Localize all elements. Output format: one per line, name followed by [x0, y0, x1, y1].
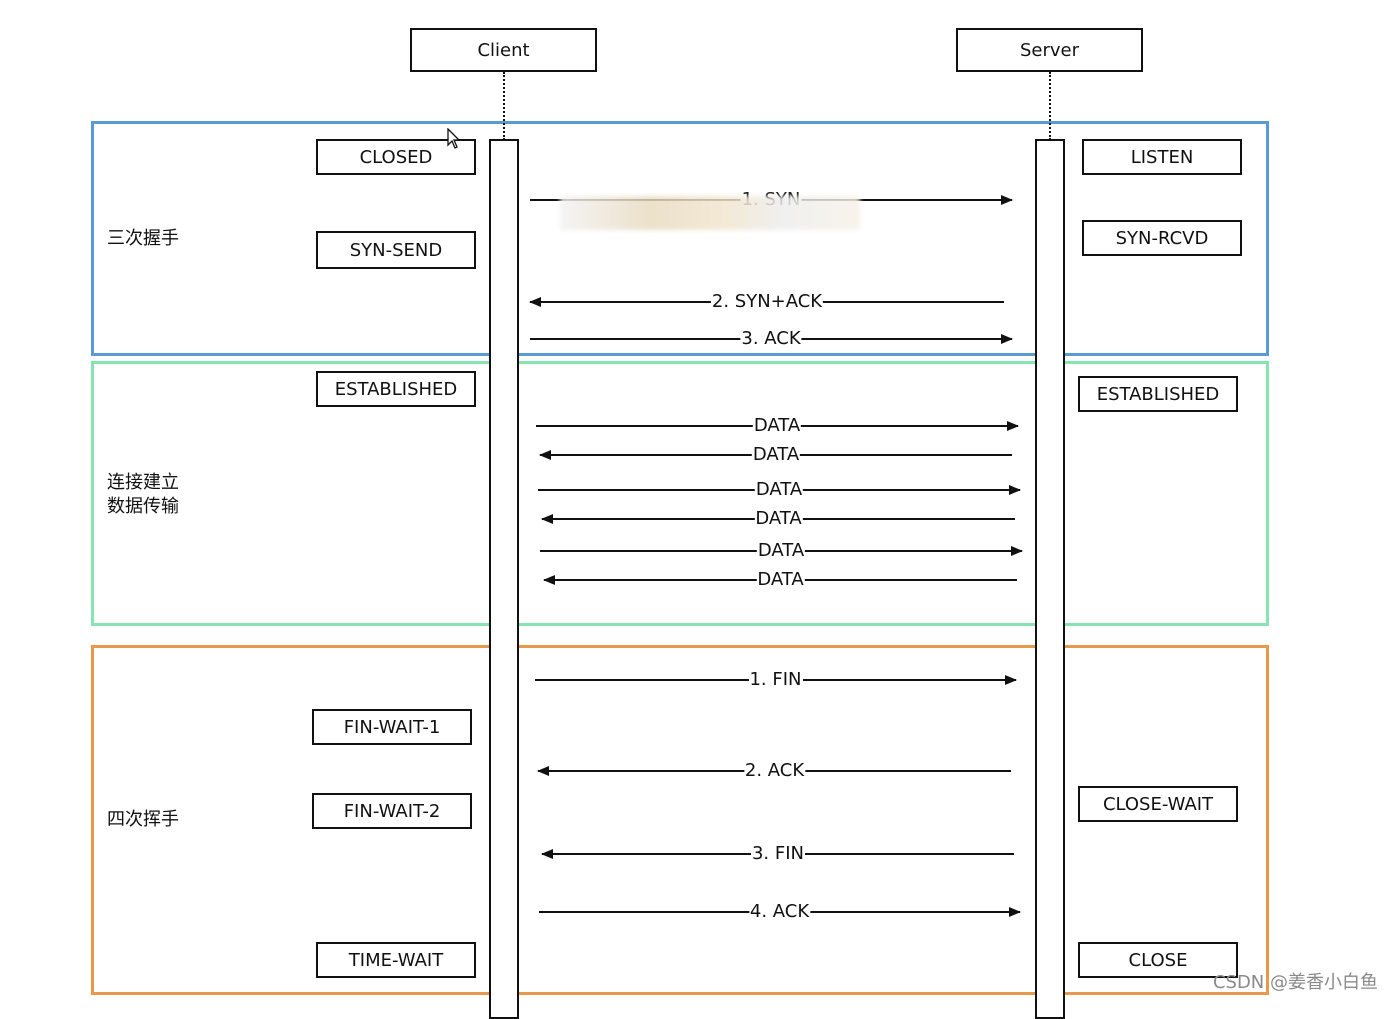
message-label: 4. ACK — [748, 901, 811, 922]
message-label: DATA — [752, 415, 802, 436]
server-lifeline — [1035, 139, 1065, 1019]
client-state-label: ESTABLISHED — [334, 378, 458, 400]
client-state-fin-wait-2: FIN-WAIT-2 — [312, 793, 472, 829]
server-state-close-wait: CLOSE-WAIT — [1078, 786, 1238, 822]
server-state-label: CLOSE-WAIT — [1102, 793, 1214, 815]
server-state-established: ESTABLISHED — [1078, 376, 1238, 412]
message-label: 1. FIN — [748, 669, 803, 690]
phase-label-data-transfer: 连接建立 数据传输 — [107, 472, 179, 517]
message-label: DATA — [754, 479, 804, 500]
phase-teardown — [91, 645, 1269, 995]
message-label: 3. ACK — [740, 328, 802, 349]
client-state-closed: CLOSED — [316, 139, 476, 175]
server-state-label: ESTABLISHED — [1096, 383, 1220, 405]
client-state-syn-send: SYN-SEND — [316, 231, 476, 269]
client-state-fin-wait-1: FIN-WAIT-1 — [312, 709, 472, 745]
server-state-label: CLOSE — [1128, 949, 1188, 971]
client-state-label: TIME-WAIT — [348, 949, 444, 971]
server-state-label: LISTEN — [1130, 146, 1194, 168]
client-dotted-connector — [503, 72, 505, 140]
client-state-label: FIN-WAIT-1 — [343, 716, 441, 738]
phase-data-transfer — [91, 361, 1269, 626]
message-label: 2. ACK — [743, 760, 806, 781]
server-actor-label: Server — [1019, 39, 1080, 61]
message-label: DATA — [751, 444, 801, 465]
message-label: DATA — [756, 569, 805, 590]
client-state-label: CLOSED — [359, 146, 433, 168]
server-state-close: CLOSE — [1078, 942, 1238, 978]
client-lifeline — [489, 139, 519, 1019]
message-label: DATA — [756, 540, 806, 561]
phase-handshake — [91, 121, 1269, 356]
client-state-established: ESTABLISHED — [316, 371, 476, 407]
server-state-label: SYN-RCVD — [1115, 227, 1209, 249]
server-actor: Server — [956, 28, 1143, 72]
mouse-cursor-icon — [447, 128, 461, 149]
message-label: 3. FIN — [750, 843, 806, 864]
client-state-label: SYN-SEND — [349, 239, 443, 261]
client-state-label: FIN-WAIT-2 — [343, 800, 441, 822]
client-actor: Client — [410, 28, 597, 72]
phase-label-teardown: 四次挥手 — [107, 809, 179, 830]
client-actor-label: Client — [477, 39, 530, 61]
phase-label-handshake: 三次握手 — [107, 228, 179, 249]
message-label: 2. SYN+ACK — [710, 291, 824, 312]
client-state-time-wait: TIME-WAIT — [316, 942, 476, 978]
server-state-syn-rcvd: SYN-RCVD — [1082, 220, 1242, 256]
watermark: CSDN @姜香小白鱼 — [1212, 972, 1378, 993]
server-dotted-connector — [1049, 72, 1051, 140]
blurred-region — [560, 196, 860, 230]
server-state-listen: LISTEN — [1082, 139, 1242, 175]
message-label: DATA — [754, 508, 803, 529]
